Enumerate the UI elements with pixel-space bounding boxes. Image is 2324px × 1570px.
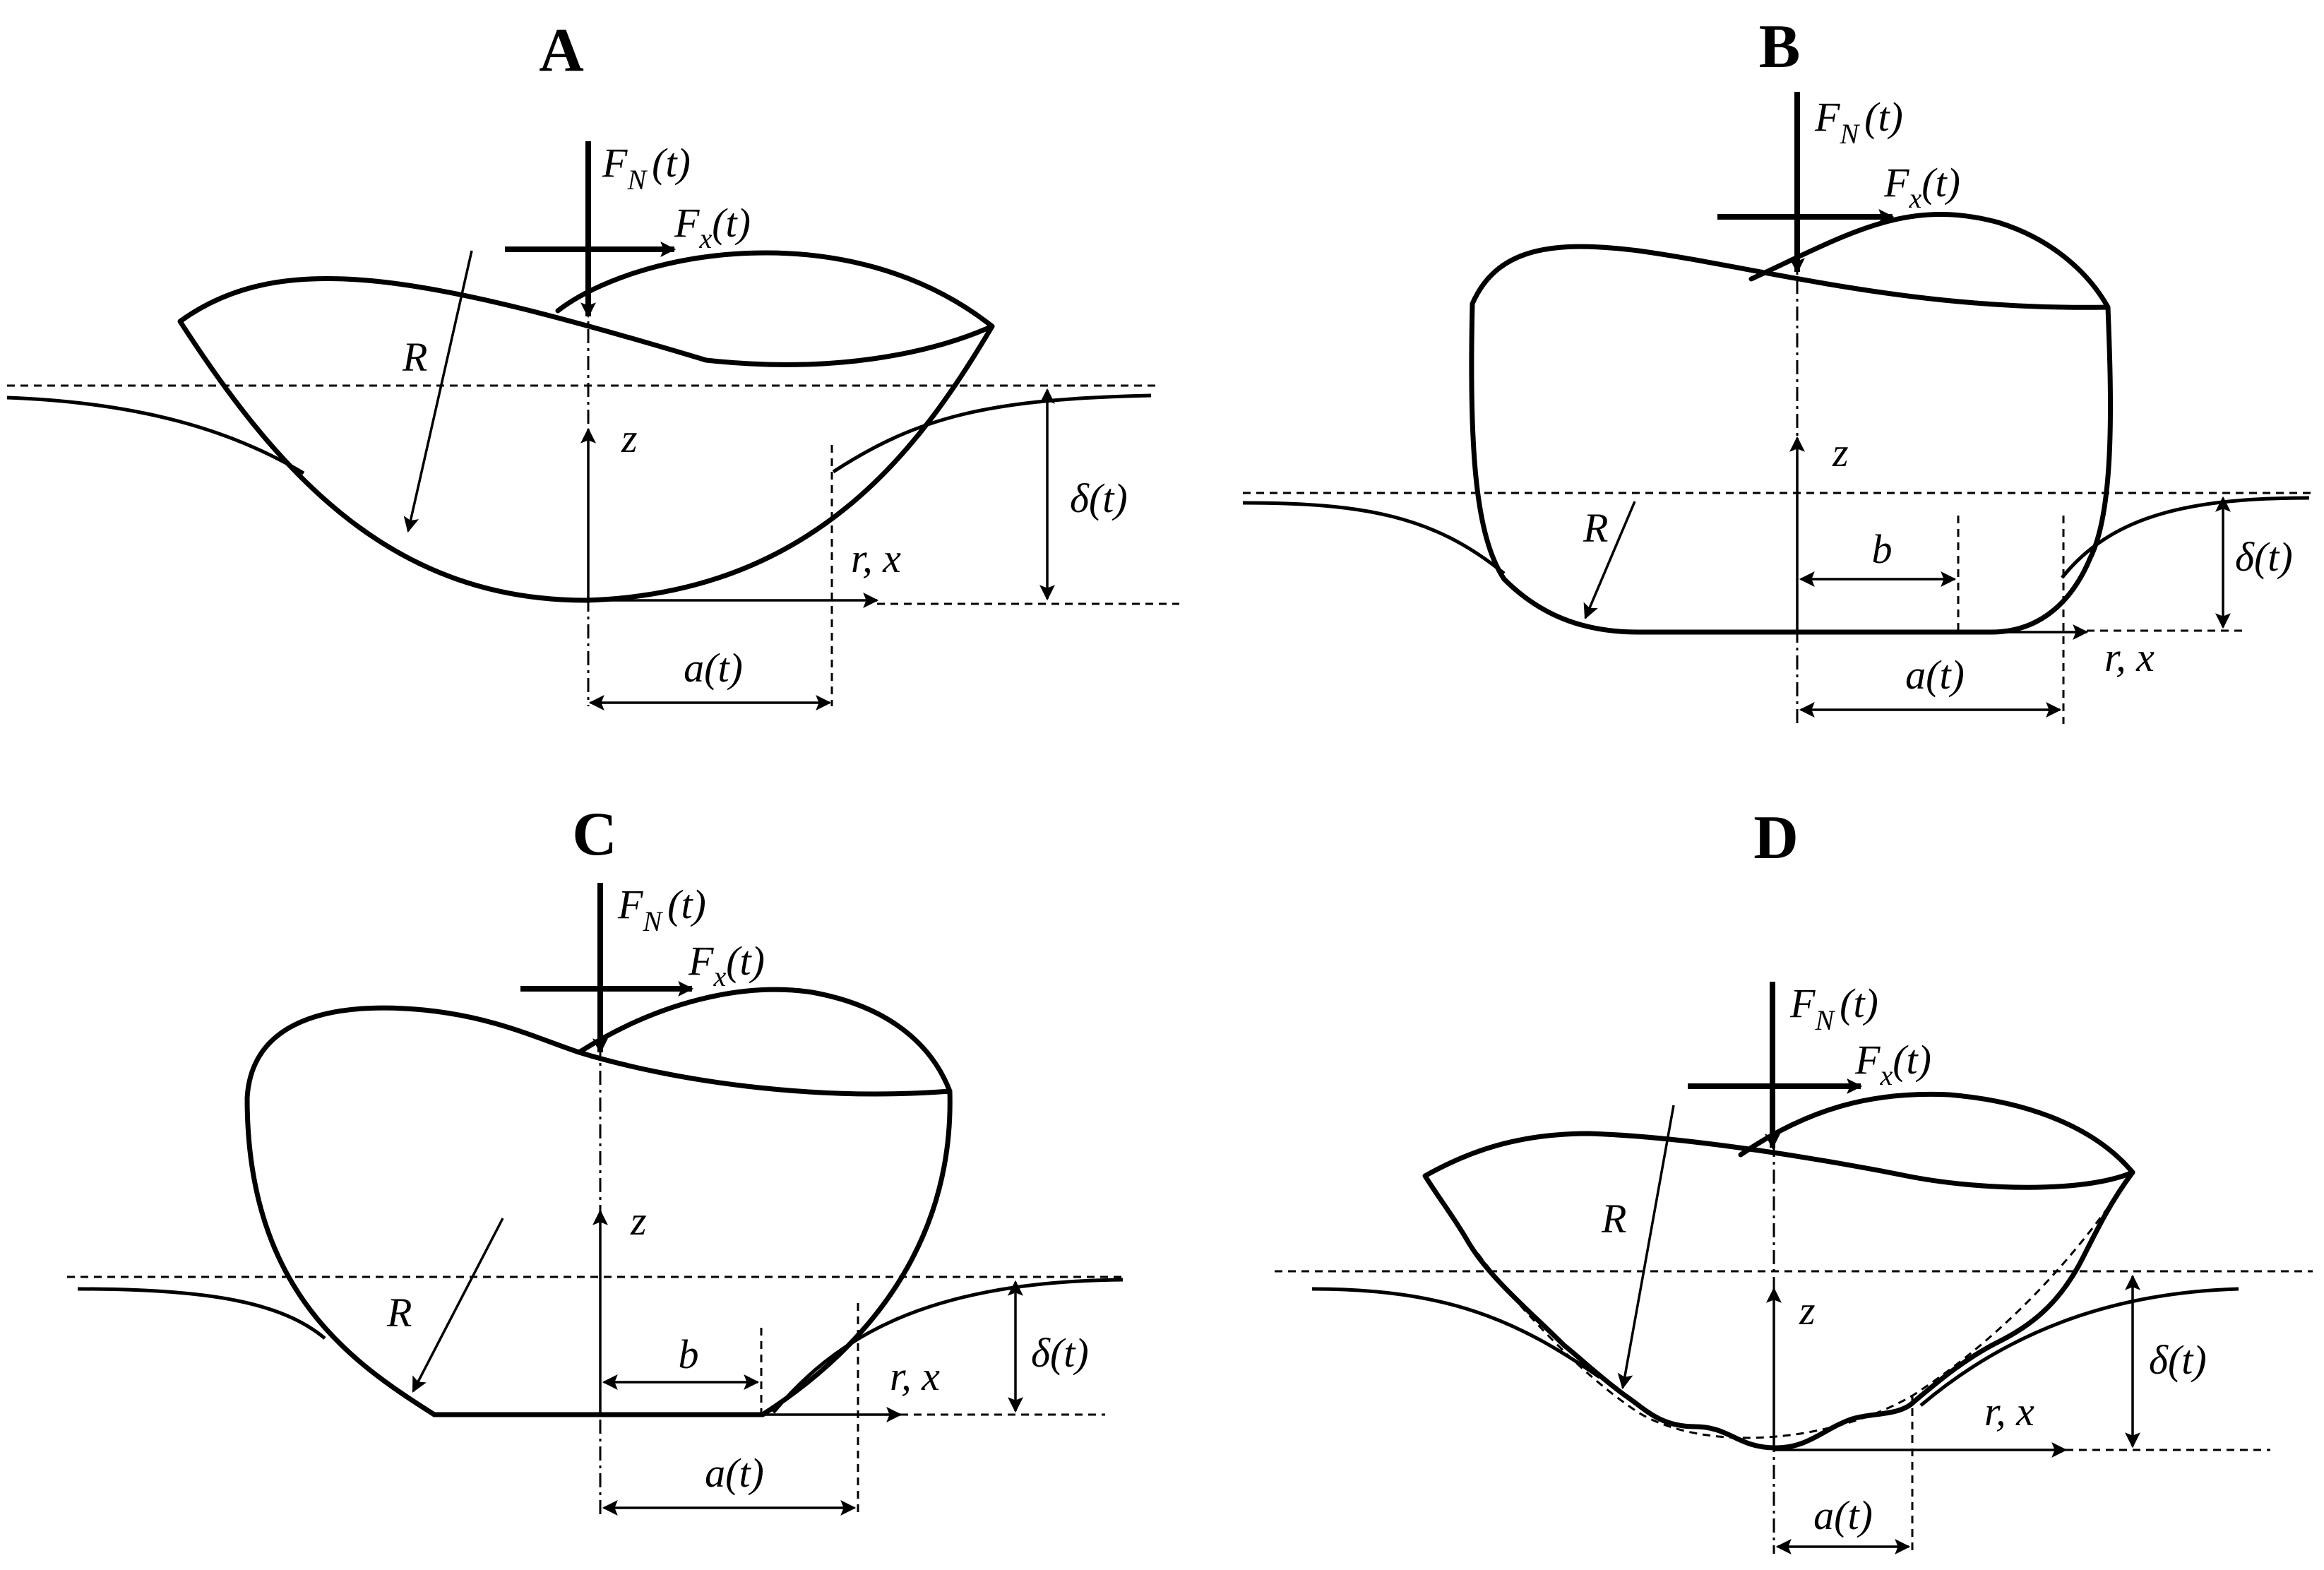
r-axis-label: r, x [890, 1353, 940, 1399]
surface-left [1311, 1287, 1601, 1379]
indentation-label: δ(t) [2235, 534, 2293, 580]
normal-force-label: FN(t) [1789, 980, 1878, 1036]
contact-radius-label: a(t) [705, 1450, 764, 1496]
body-top-lobe [1748, 212, 2111, 310]
contact-radius-label: a(t) [1905, 652, 1965, 698]
z-axis-label: z [1832, 429, 1849, 475]
panel-a: A z r, x a(t) δ(t) R FN(t) Fx(t) [6, 16, 1179, 710]
indentation-label: δ(t) [2149, 1337, 2207, 1383]
normal-force-label: FN(t) [617, 881, 706, 937]
surface-left [77, 1287, 326, 1340]
radius-label: R [1583, 505, 1608, 551]
body-outline [1422, 1131, 2135, 1451]
radius-label: R [402, 334, 427, 380]
radius-label: R [386, 1290, 412, 1336]
contact-radius-label: a(t) [684, 645, 743, 691]
surface-right [832, 393, 1152, 474]
panel-label-c: C [572, 800, 617, 869]
flat-radius-label: b [679, 1331, 699, 1377]
surface-right [1919, 1287, 2239, 1407]
indentation-label: δ(t) [1070, 475, 1128, 521]
tangential-force-label: Fx(t) [1883, 160, 1960, 214]
body-outline [244, 1005, 953, 1417]
panel-d: D z r, x a(t) δ(t) R FN(t) Fx(t) [1275, 804, 2313, 1554]
surface-right [772, 1278, 1124, 1414]
radius-arrow [1583, 501, 1636, 620]
radius-label: R [1601, 1196, 1626, 1242]
r-axis-label: r, x [2104, 634, 2155, 680]
body-top-lobe [555, 250, 995, 329]
panel-label-d: D [1753, 804, 1799, 872]
z-axis-label: z [630, 1198, 647, 1244]
body-top-lobe [576, 987, 953, 1094]
surface-left [6, 396, 305, 475]
r-axis-label: r, x [851, 535, 901, 581]
panel-label-b: B [1759, 13, 1801, 81]
panel-label-a: A [539, 16, 584, 85]
panel-c: C z r, x b a(t) δ(t) R FN(t) Fx(t) [67, 800, 1124, 1517]
tangential-force-label: Fx(t) [688, 938, 765, 992]
radius-arrow [412, 1218, 504, 1393]
radius-arrow [403, 250, 473, 533]
normal-force-label: FN(t) [602, 140, 691, 196]
normal-force-label: FN(t) [1814, 94, 1903, 150]
flat-radius-label: b [1872, 526, 1893, 572]
surface-left [1242, 501, 1506, 575]
radius-arrow [1617, 1105, 1675, 1390]
tangential-force-label: Fx(t) [674, 200, 751, 254]
body-outline [1469, 244, 2114, 635]
body-outline [177, 276, 995, 603]
surface-right [2061, 496, 2310, 579]
z-axis-label: z [1799, 1287, 1816, 1333]
tangential-force-label: Fx(t) [1854, 1037, 1931, 1091]
body-top-lobe [1738, 1091, 2135, 1175]
indentation-label: δ(t) [1031, 1330, 1089, 1376]
contact-radius-label: a(t) [1813, 1492, 1873, 1538]
panel-b: B z r, x b a(t) δ(t) R FN(t) Fx(t) [1242, 13, 2313, 724]
z-axis-label: z [621, 415, 638, 461]
r-axis-label: r, x [1984, 1388, 2034, 1434]
